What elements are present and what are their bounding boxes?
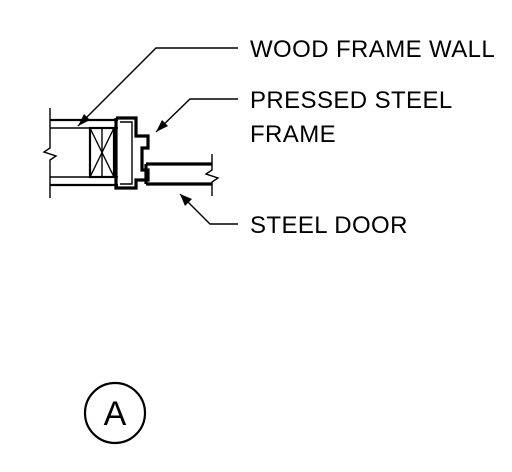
label-steel-door: STEEL DOOR [250, 212, 408, 239]
leader-steel-door [179, 193, 238, 225]
pressed-steel-frame [114, 116, 150, 190]
leader-wood-frame-wall [77, 47, 238, 127]
label-pressed-steel-frame-line2: FRAME [250, 121, 336, 148]
detail-callout: A [83, 381, 147, 445]
steel-door [144, 154, 220, 196]
detail-callout-letter: A [104, 395, 127, 433]
label-pressed-steel-frame-line1: PRESSED STEEL [250, 87, 453, 114]
label-wood-frame-wall: WOOD FRAME WALL [250, 36, 495, 63]
leader-pressed-steel-frame [155, 98, 238, 133]
detail-callout-circle [83, 381, 147, 445]
wood-frame-wall [42, 108, 118, 198]
